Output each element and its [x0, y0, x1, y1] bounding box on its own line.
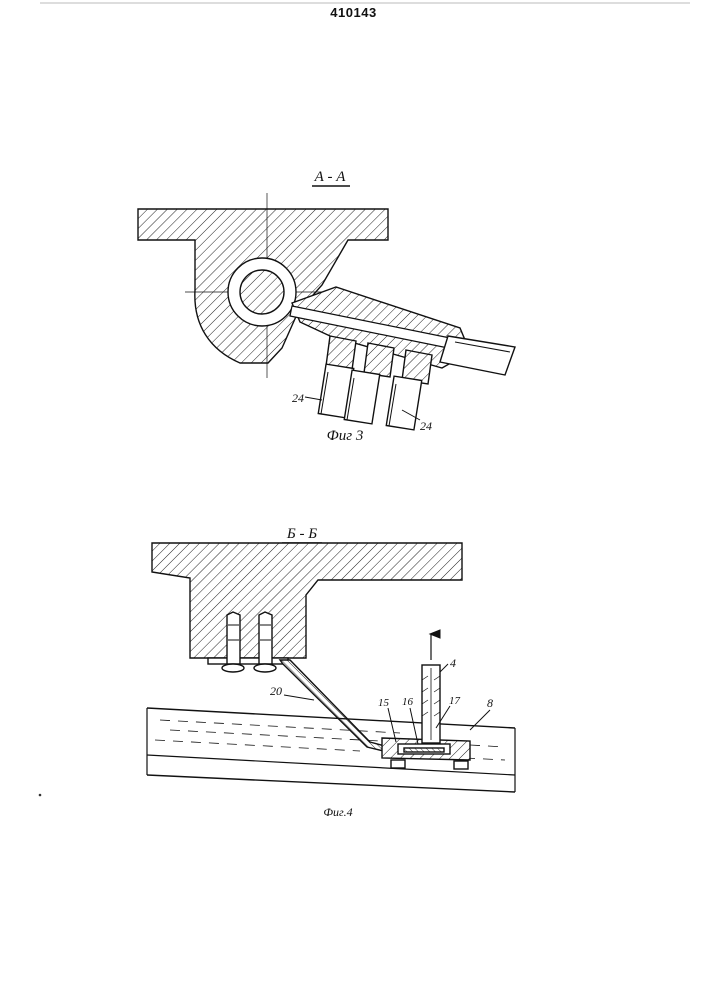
figure4-valve-disc [404, 748, 444, 752]
figure4-tray-bottom-edge [147, 775, 515, 792]
figure3-callout-24-right: 24 [420, 419, 432, 433]
figure4-leader-4 [440, 664, 448, 672]
figure4-section-label: Б - Б [286, 526, 317, 542]
figure3-outlet-tube [440, 336, 515, 375]
figure4-valve-foot-right [454, 761, 468, 769]
figure3-section-label: А - А [314, 169, 347, 185]
figure4-bracket [152, 543, 462, 658]
figure3-callout-24-left: 24 [292, 391, 304, 405]
figure4-callout-17: 17 [449, 695, 461, 707]
figure4-base-strip [208, 658, 288, 664]
figure3-bore-shaft [240, 270, 284, 314]
figure4-valve-foot-left [391, 760, 405, 768]
figure3-leader-24-left [305, 397, 322, 400]
figure3-nozzle-3 [386, 350, 432, 430]
figure4-callout-8: 8 [487, 696, 493, 710]
figure3-caption: Фиг 3 [327, 428, 364, 444]
figure4-callout-20: 20 [270, 684, 282, 698]
figure-3: А - А [138, 169, 515, 430]
scan-speck [39, 794, 42, 797]
figure4-callout-16: 16 [402, 696, 414, 708]
figure4-leader-20 [284, 695, 314, 700]
figure-4: Б - Б [147, 526, 515, 792]
figure4-callout-15: 15 [378, 697, 390, 709]
figure4-callout-4: 4 [450, 656, 456, 670]
figure4-leader-15 [388, 708, 396, 742]
figure4-caption: Фиг.4 [323, 805, 352, 819]
